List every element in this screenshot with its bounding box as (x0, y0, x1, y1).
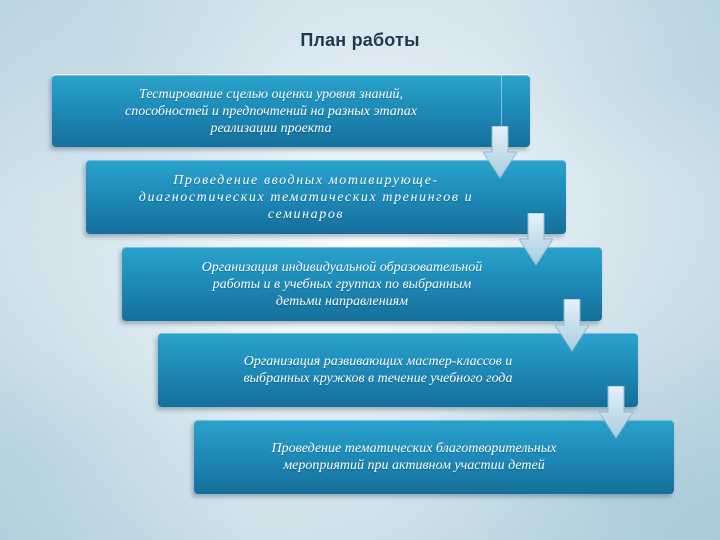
step-1: Тестирование сцелью оценки уровня знаний… (52, 74, 530, 147)
step-5-text: Проведение тематических благотворительны… (271, 441, 557, 473)
step-3: Организация индивидуальной образовательн… (122, 247, 602, 321)
step-4-text: Организация развивающих мастер-классов и… (243, 354, 513, 386)
page-title: План работы (300, 30, 420, 50)
down-arrow-icon (483, 126, 517, 179)
down-arrow-icon (599, 386, 633, 439)
down-arrow-icon (519, 213, 553, 266)
step-1-text: Тестирование сцелью оценки уровня знаний… (125, 86, 417, 136)
down-arrow-icon (555, 299, 589, 352)
step-2-text: Проведение вводных мотивирующе- диагност… (138, 172, 474, 222)
step-5: Проведение тематических благотворительны… (194, 420, 674, 494)
step-3-text: Организация индивидуальной образовательн… (201, 259, 483, 309)
step-1-divider (501, 75, 502, 147)
step-2: Проведение вводных мотивирующе- диагност… (86, 160, 566, 234)
step-4: Организация развивающих мастер-классов и… (158, 333, 638, 407)
